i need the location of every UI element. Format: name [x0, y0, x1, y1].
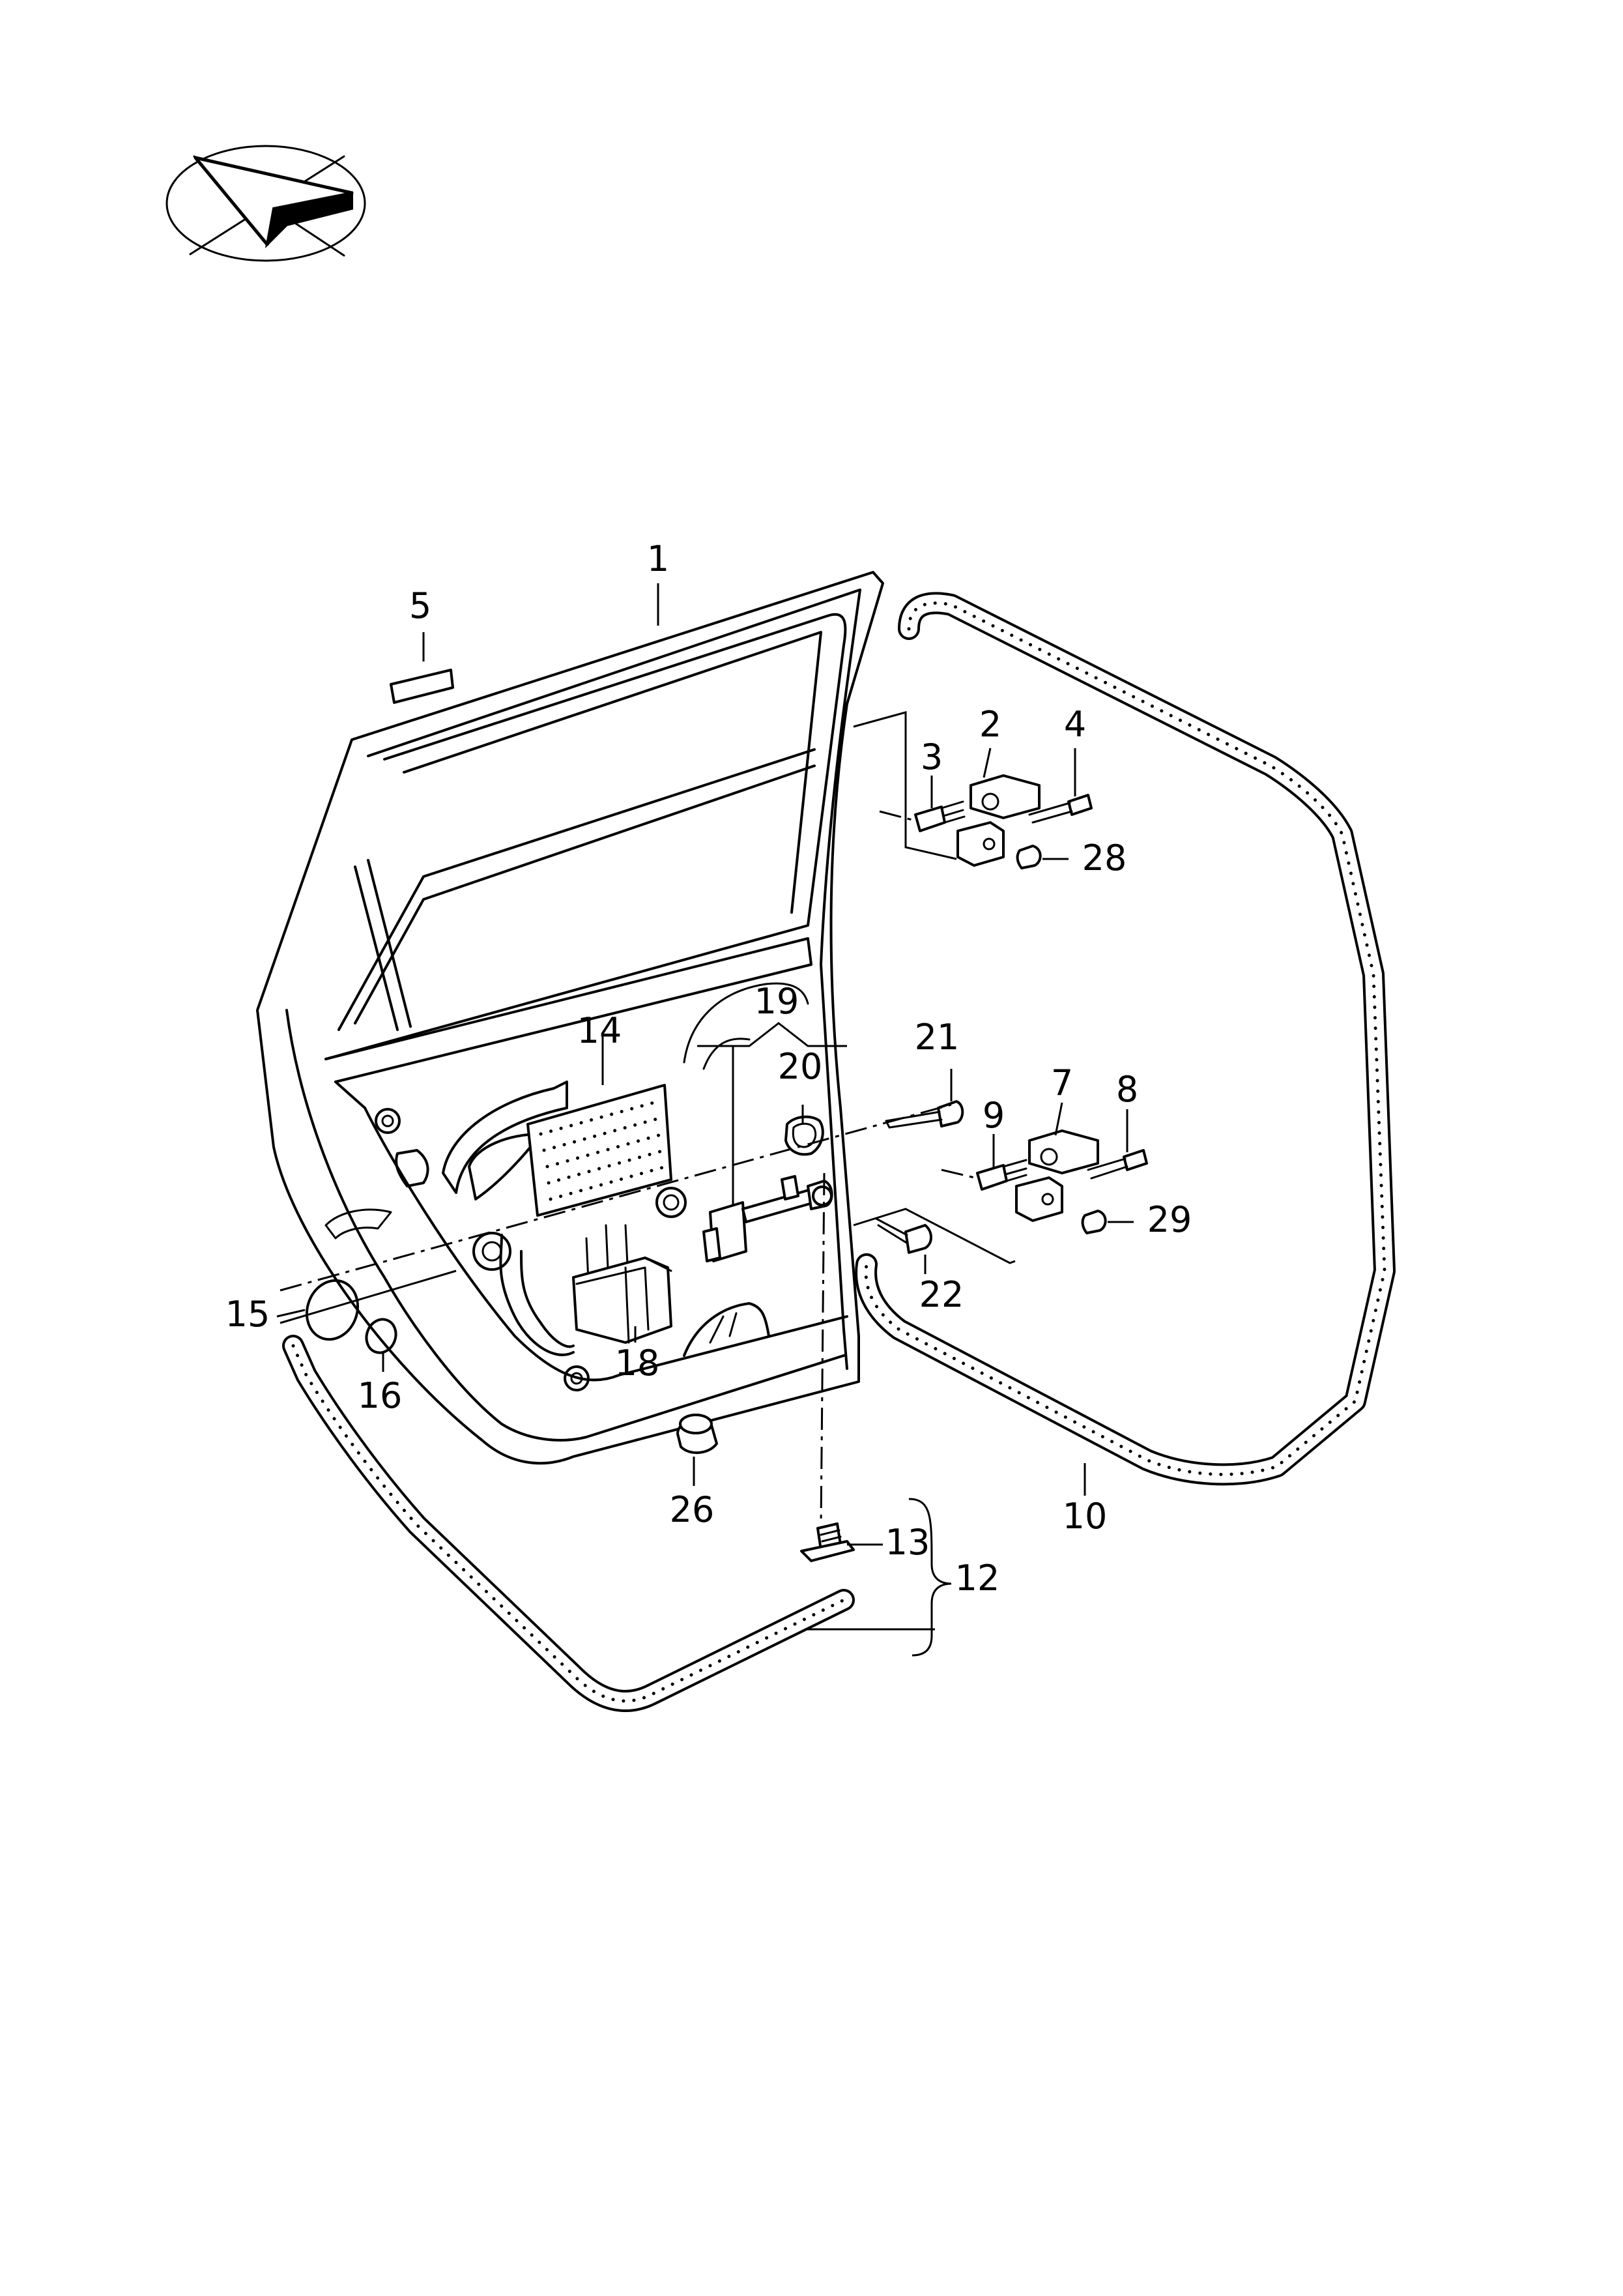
callout-13: 13 [885, 1522, 930, 1563]
callout-10: 10 [1063, 1496, 1108, 1537]
callout-29: 29 [1147, 1199, 1192, 1240]
window-motor [572, 1257, 672, 1344]
gasket [784, 1115, 824, 1156]
callout-labels: 1 2 3 4 5 7 8 9 10 12 13 14 15 16 18 19 … [225, 538, 1192, 1599]
callout-8: 8 [1116, 1069, 1138, 1110]
callout-16: 16 [358, 1375, 403, 1416]
callout-28: 28 [1082, 837, 1127, 879]
callout-leaders [276, 583, 1134, 1657]
lower-hinge [853, 1129, 1148, 1264]
callout-9: 9 [983, 1095, 1005, 1136]
bump-stop-26 [676, 1414, 718, 1455]
plug-15 [305, 1279, 360, 1341]
callout-14: 14 [577, 1010, 622, 1051]
callout-26: 26 [670, 1489, 715, 1530]
plug-16 [365, 1318, 397, 1354]
callout-18: 18 [615, 1343, 660, 1384]
callout-3: 3 [921, 736, 943, 777]
sound-deadening-mat [526, 1084, 672, 1217]
callout-21: 21 [915, 1017, 960, 1058]
assembly-lines [280, 810, 978, 1526]
callout-20: 20 [778, 1046, 823, 1087]
callout-7: 7 [1051, 1062, 1073, 1103]
callout-22: 22 [919, 1274, 964, 1315]
screw-22 [875, 1217, 932, 1254]
clip-13 [800, 1522, 855, 1562]
door-seal-upper [855, 592, 1396, 1486]
door-check-strap [702, 1175, 833, 1262]
callout-4: 4 [1064, 704, 1086, 745]
orientation-emblem-icon [165, 145, 366, 262]
screw-21 [885, 1100, 964, 1129]
callout-12: 12 [955, 1558, 1000, 1599]
callout-15: 15 [225, 1294, 270, 1335]
label-sticker [390, 669, 454, 704]
callout-19: 19 [754, 981, 799, 1022]
callout-1: 1 [647, 538, 669, 579]
upper-hinge [853, 711, 1093, 869]
door-seal-lower [282, 1335, 855, 1712]
door-panel [256, 571, 884, 1465]
callout-2: 2 [979, 704, 1001, 745]
callout-5: 5 [409, 585, 431, 626]
